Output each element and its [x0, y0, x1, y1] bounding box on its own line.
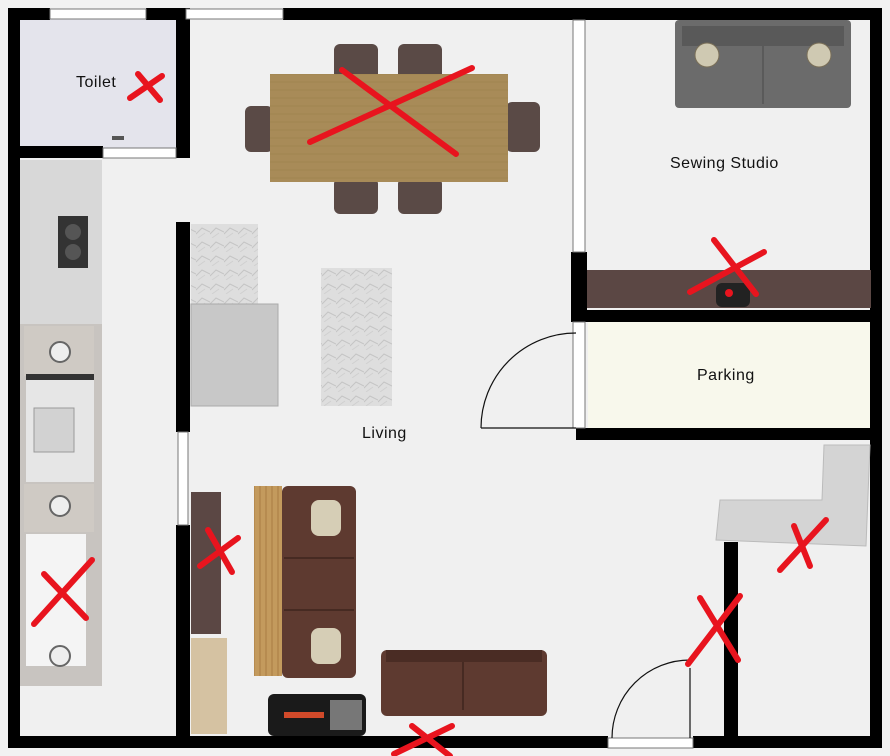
wood-console	[254, 486, 282, 676]
room-label-toilet: Toilet	[76, 74, 117, 91]
leather-sofa-long	[282, 486, 356, 678]
marble-coffee-table	[321, 268, 392, 406]
cross-marks	[31, 65, 829, 756]
room-label-sewing-studio: Sewing Studio	[670, 155, 779, 172]
cross-mark-tv-cabinet	[197, 527, 241, 575]
marble-counter	[191, 224, 258, 304]
room-label-parking: Parking	[697, 367, 755, 384]
leather-sofa-small	[381, 650, 547, 716]
grey-sofa	[675, 20, 851, 108]
door-swings	[480, 332, 691, 739]
room-label-living: Living	[362, 425, 407, 442]
cooktop-icon	[58, 216, 88, 268]
grey-bench	[715, 444, 871, 547]
dining-chairs	[245, 44, 540, 214]
cross-mark-bottom-wall	[391, 723, 455, 756]
grey-cabinet	[190, 303, 279, 407]
dining-table	[270, 74, 508, 182]
toilet-fixture	[112, 136, 124, 140]
cross-mark-dining-table	[307, 65, 475, 157]
walls	[8, 8, 882, 748]
sewing-machine-icon	[716, 283, 750, 307]
cross-mark-sewing-desk	[687, 237, 767, 297]
cross-mark-grey-bench	[777, 517, 829, 573]
windows	[49, 8, 694, 749]
cross-mark-stove	[31, 557, 95, 627]
side-table	[191, 638, 227, 734]
cross-mark-toilet	[127, 71, 165, 103]
kitchen-appliances	[24, 326, 94, 667]
cross-mark-partition-wall	[685, 593, 743, 667]
parking-floor	[588, 322, 874, 428]
exercise-machine-icon	[268, 694, 366, 736]
